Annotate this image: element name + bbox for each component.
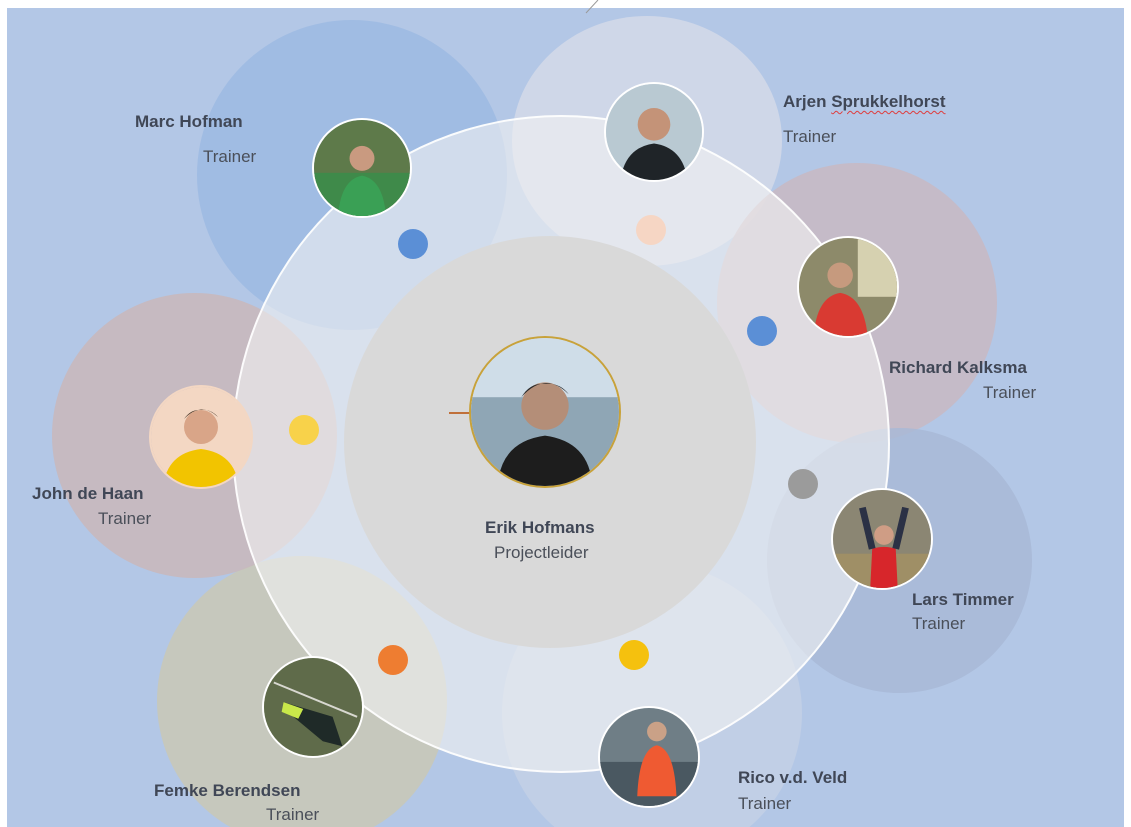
center-photo: [469, 336, 621, 488]
name-lars: Lars Timmer: [912, 590, 1014, 609]
role-john: Trainer: [98, 509, 152, 528]
name-arjen: Arjen Sprukkelhorst: [783, 92, 946, 112]
top-edge-line: [585, 0, 599, 14]
photo-rico: [598, 706, 700, 808]
photo-richard: [797, 236, 899, 338]
name-john: John de Haan: [32, 484, 144, 503]
team-diagram-canvas: Erik Hofmans Projectleider Marc Hofman T…: [7, 8, 1124, 827]
dot-femke: [378, 645, 408, 675]
role-marc: Trainer: [203, 147, 257, 166]
dot-marc: [398, 229, 428, 259]
name-richard: Richard Kalksma: [889, 358, 1027, 377]
dot-rico: [619, 640, 649, 670]
name-femke: Femke Berendsen: [154, 781, 301, 800]
role-richard: Trainer: [983, 383, 1037, 402]
role-femke: Trainer: [266, 805, 320, 824]
photo-john: [149, 385, 253, 489]
photo-femke: [262, 656, 364, 758]
dot-john: [289, 415, 319, 445]
person-photo-placeholder-icon: [471, 338, 619, 486]
spellcheck-underline: Sprukkelhorst: [831, 92, 946, 111]
center-role: Projectleider: [494, 543, 589, 562]
name-marc: Marc Hofman: [135, 112, 243, 131]
name-rico: Rico v.d. Veld: [738, 768, 848, 787]
dot-arjen: [636, 215, 666, 245]
connector-line: [449, 412, 471, 414]
role-lars: Trainer: [912, 614, 966, 633]
role-rico: Trainer: [738, 794, 792, 813]
photo-marc: [312, 118, 412, 218]
photo-arjen: [604, 82, 704, 182]
photo-lars: [831, 488, 933, 590]
name-arjen-first: Arjen Sprukkelhorst: [783, 92, 946, 111]
center-name: Erik Hofmans: [485, 518, 595, 537]
role-arjen: Trainer: [783, 127, 837, 146]
dot-lars: [788, 469, 818, 499]
dot-richard: [747, 316, 777, 346]
